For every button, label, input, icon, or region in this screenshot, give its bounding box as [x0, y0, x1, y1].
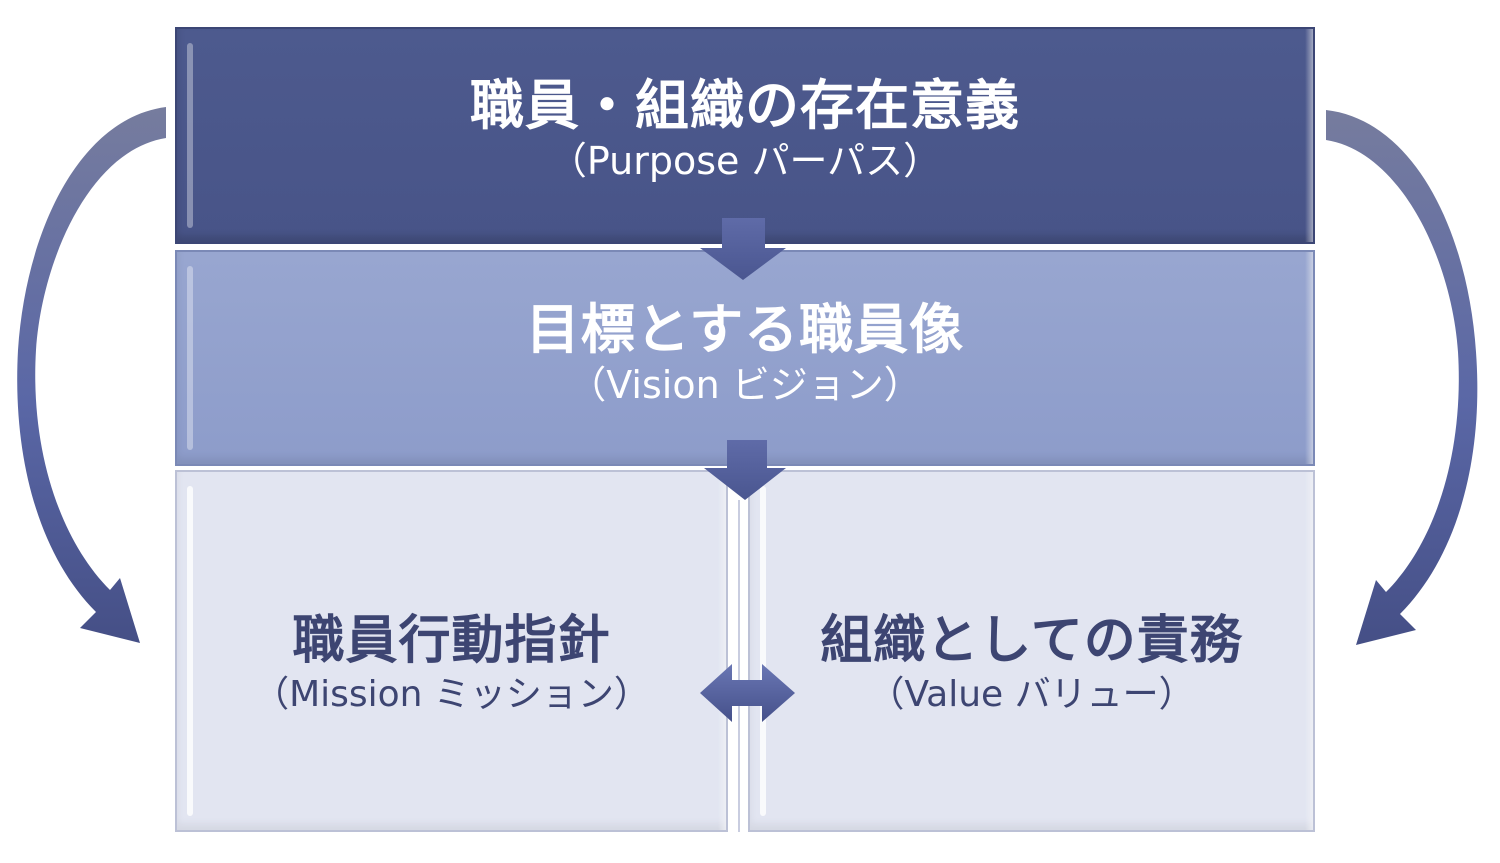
- vision-title: 目標とする職員像: [525, 298, 965, 362]
- vision-subtitle: （Vision ビジョン）: [568, 363, 922, 408]
- left-curved-arrow-icon: [17, 107, 166, 643]
- purpose-title: 職員・組織の存在意義: [470, 73, 1020, 137]
- purpose-subtitle: （Purpose パーパス）: [548, 138, 942, 183]
- value-title: 組織としての責務: [820, 610, 1243, 671]
- lower-divider: [730, 500, 746, 832]
- right-curved-arrow-icon: [1326, 110, 1478, 645]
- value-box: 組織としての責務 （Value バリュー）: [748, 470, 1315, 832]
- mission-box: 職員行動指針 （Mission ミッション）: [175, 470, 728, 832]
- purpose-box: 職員・組織の存在意義 （Purpose パーパス）: [175, 27, 1315, 244]
- value-subtitle: （Value バリュー）: [868, 673, 1195, 715]
- mission-subtitle: （Mission ミッション）: [253, 673, 650, 715]
- vision-box: 目標とする職員像 （Vision ビジョン）: [175, 250, 1315, 466]
- mission-title: 職員行動指針: [292, 610, 611, 671]
